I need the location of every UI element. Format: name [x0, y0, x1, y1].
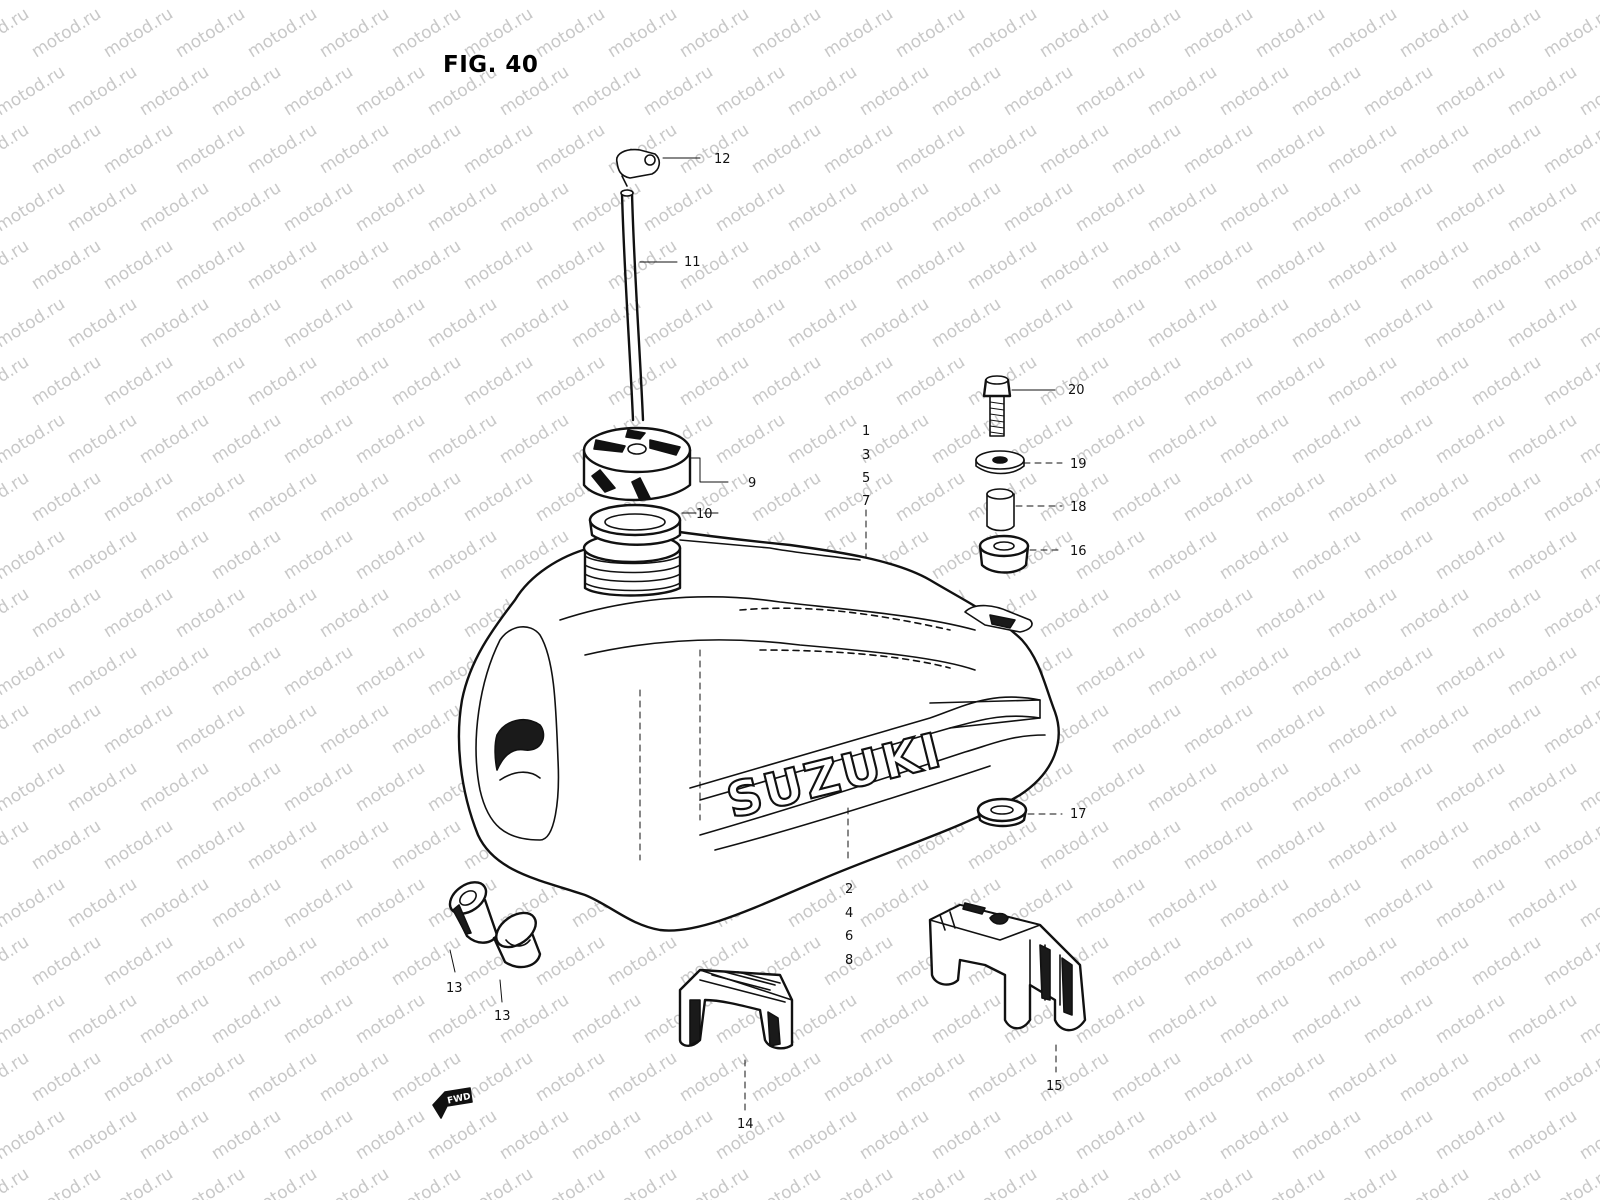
grommet [976, 797, 1028, 828]
callout-18: 18 [1070, 500, 1087, 515]
washer [975, 450, 1025, 475]
leader-lines [449, 157, 1063, 1111]
callout-7: 7 [862, 494, 870, 509]
callout-8: 8 [845, 953, 853, 968]
callout-13a: 13 [446, 981, 463, 996]
spacer-collar [986, 488, 1015, 532]
callout-9: 9 [748, 476, 756, 491]
callout-14: 14 [737, 1117, 754, 1132]
callout-2: 2 [845, 882, 853, 897]
side-cushion [448, 881, 499, 944]
side-plug [492, 911, 542, 969]
fuel-cap [582, 426, 692, 502]
callout-15: 15 [1046, 1079, 1063, 1094]
front-direction-arrow: FWD [432, 1087, 473, 1119]
cap-gasket [588, 503, 682, 546]
rubber-cushion [978, 534, 1030, 574]
front-cushion [678, 968, 794, 1050]
callout-19: 19 [1070, 457, 1087, 472]
callout-13b: 13 [494, 1009, 511, 1024]
figure-title: FIG. 40 [443, 52, 539, 78]
callout-1: 1 [862, 424, 870, 439]
callout-6: 6 [845, 929, 853, 944]
breather-hose [620, 189, 645, 422]
callout-11: 11 [684, 255, 701, 270]
callout-10: 10 [696, 507, 713, 522]
callout-5: 5 [862, 471, 870, 486]
watermark-text: motod.ru [1576, 0, 1600, 4]
mounting-bolt [982, 375, 1012, 437]
front-arrow-label: FWD [447, 1092, 472, 1107]
callout-20: 20 [1068, 383, 1085, 398]
rear-holder [928, 902, 1087, 1032]
callout-17: 17 [1070, 807, 1087, 822]
callout-16: 16 [1070, 544, 1087, 559]
hose-clip [616, 148, 661, 187]
callout-3: 3 [862, 448, 870, 463]
callout-4: 4 [845, 906, 853, 921]
fuel-tank [457, 528, 1060, 932]
callout-numbers: 12 11 9 10 1 3 5 7 2 4 6 8 20 19 18 16 1… [446, 152, 1087, 1132]
callout-12: 12 [714, 152, 731, 167]
